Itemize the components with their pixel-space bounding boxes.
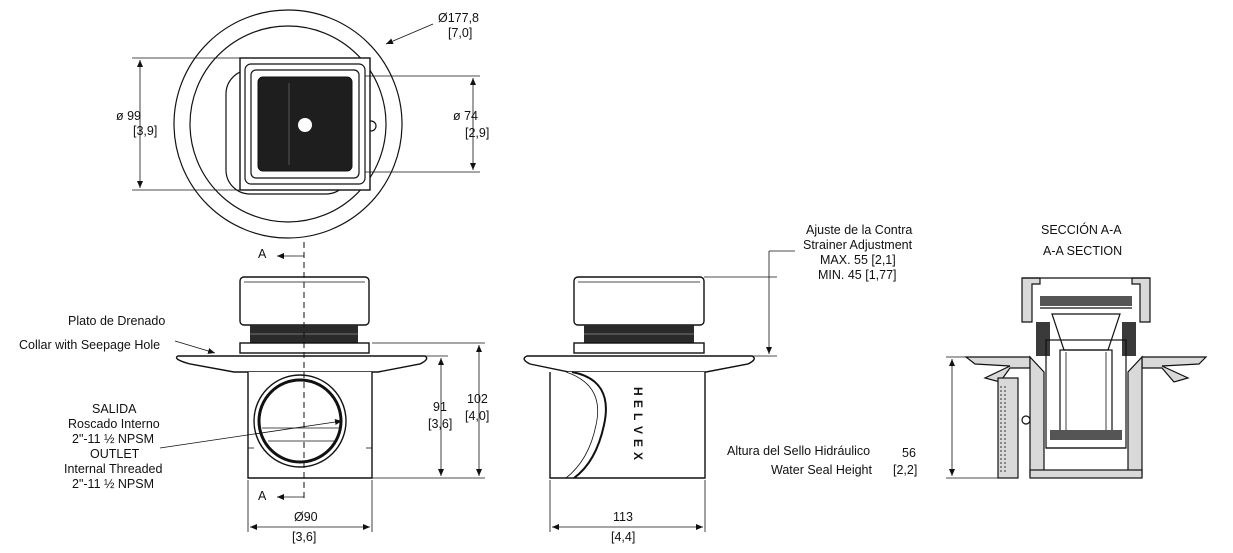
- section-view: SECCIÓN A-A A-A SECTION: [727, 222, 1208, 479]
- height-inner-mm: 91: [433, 400, 447, 414]
- section-marker-bottom: A: [258, 489, 267, 503]
- brand-letter-6: X: [631, 452, 645, 460]
- section-title-es: SECCIÓN A-A: [1041, 222, 1122, 237]
- outer-diameter-mm: Ø177,8: [438, 11, 479, 25]
- side-flange: [523, 355, 755, 373]
- section-flange-right: [1141, 356, 1208, 383]
- collar-label-en: Collar with Seepage Hole: [19, 338, 160, 352]
- right-square-in: [2,9]: [465, 126, 489, 140]
- section-inner-funnel: [1051, 313, 1121, 351]
- brand-letter-4: V: [631, 426, 645, 434]
- strainer-center-hole: [298, 118, 312, 132]
- section-title-en: A-A SECTION: [1043, 244, 1122, 258]
- square-frame-mid: [244, 63, 366, 185]
- top-view: Ø177,8 [7,0] ø 99 [3,9] ø 74 [2,9]: [116, 9, 489, 239]
- outlet-label-es-1: SALIDA: [92, 402, 137, 416]
- adjust-label-es: Ajuste de la Contra: [806, 223, 912, 237]
- brand-letter-2: E: [631, 400, 645, 408]
- seal-mm: 56: [902, 446, 916, 460]
- section-head-right: [1131, 277, 1151, 323]
- inner-flange-circle: [189, 25, 387, 223]
- outlet-label-en-2: Internal Threaded: [64, 462, 162, 476]
- section-outlet-pin: [1021, 415, 1031, 425]
- outlet-label-es-2: Roscado Interno: [68, 417, 160, 431]
- side-strainer-head: [573, 276, 705, 326]
- adjust-max: MAX. 55 [2,1]: [820, 253, 896, 267]
- brand-letter-3: L: [631, 413, 645, 420]
- outer-diameter-leader: [385, 23, 434, 45]
- section-outlet-wall: [997, 377, 1019, 479]
- section-body-right-wall: [1127, 355, 1143, 477]
- collar-leader: [174, 340, 216, 354]
- side-width-mm: 113: [613, 510, 633, 524]
- section-trap-base: [1050, 430, 1122, 440]
- front-width-in: [3,6]: [292, 530, 316, 544]
- front-width-mm: Ø90: [294, 510, 318, 524]
- outlet-label-es-3: 2"-11 ½ NPSM: [72, 432, 154, 446]
- seal-label-en: Water Seal Height: [771, 463, 872, 477]
- flange-plate: [175, 355, 428, 373]
- outlet-ring-outer: [253, 374, 347, 468]
- section-grate: [1040, 296, 1132, 306]
- section-body-left-wall: [1029, 355, 1045, 477]
- height-outer-in: [4,0]: [465, 409, 489, 423]
- section-thread-left: [1036, 322, 1050, 356]
- right-square-mm: ø 74: [453, 109, 478, 123]
- adjust-min: MIN. 45 [1,77]: [818, 268, 897, 282]
- front-view: A A Plato de Drenado Collar with Seepage…: [19, 242, 489, 544]
- left-square-in: [3,9]: [133, 124, 157, 138]
- section-body-bottom: [1029, 469, 1143, 479]
- collar-label-es: Plato de Drenado: [68, 314, 165, 328]
- outlet-leader: [159, 419, 343, 449]
- section-head-left: [1021, 277, 1041, 323]
- square-frame-inner: [250, 69, 360, 179]
- left-square-mm: ø 99: [116, 109, 141, 123]
- side-outlet-profile: [571, 371, 607, 479]
- outlet-label-en-3: 2"-11 ½ NPSM: [72, 477, 154, 491]
- side-outlet-profile-2: [565, 371, 599, 479]
- side-view: H E L V E X Ajuste de la Contra Strainer…: [523, 223, 913, 544]
- section-marker-top: A: [258, 247, 267, 261]
- outlet-label-en-1: OUTLET: [90, 447, 140, 461]
- seal-in: [2,2]: [893, 463, 917, 477]
- brand-letter-5: E: [631, 439, 645, 447]
- height-outer-mm: 102: [467, 392, 488, 406]
- adjust-label-en: Strainer Adjustment: [803, 238, 913, 252]
- brand-letter-1: H: [631, 387, 645, 396]
- outer-flange-circle: [173, 9, 403, 239]
- seal-label-es: Altura del Sello Hidráulico: [727, 444, 870, 458]
- section-inner-tube: [1059, 349, 1113, 433]
- side-body: [549, 372, 706, 479]
- side-width-in: [4,4]: [611, 530, 635, 544]
- height-inner-in: [3,6]: [428, 417, 452, 431]
- outer-diameter-in: [7,0]: [448, 26, 472, 40]
- section-thread-right: [1122, 322, 1136, 356]
- side-collar-ring: [573, 342, 705, 354]
